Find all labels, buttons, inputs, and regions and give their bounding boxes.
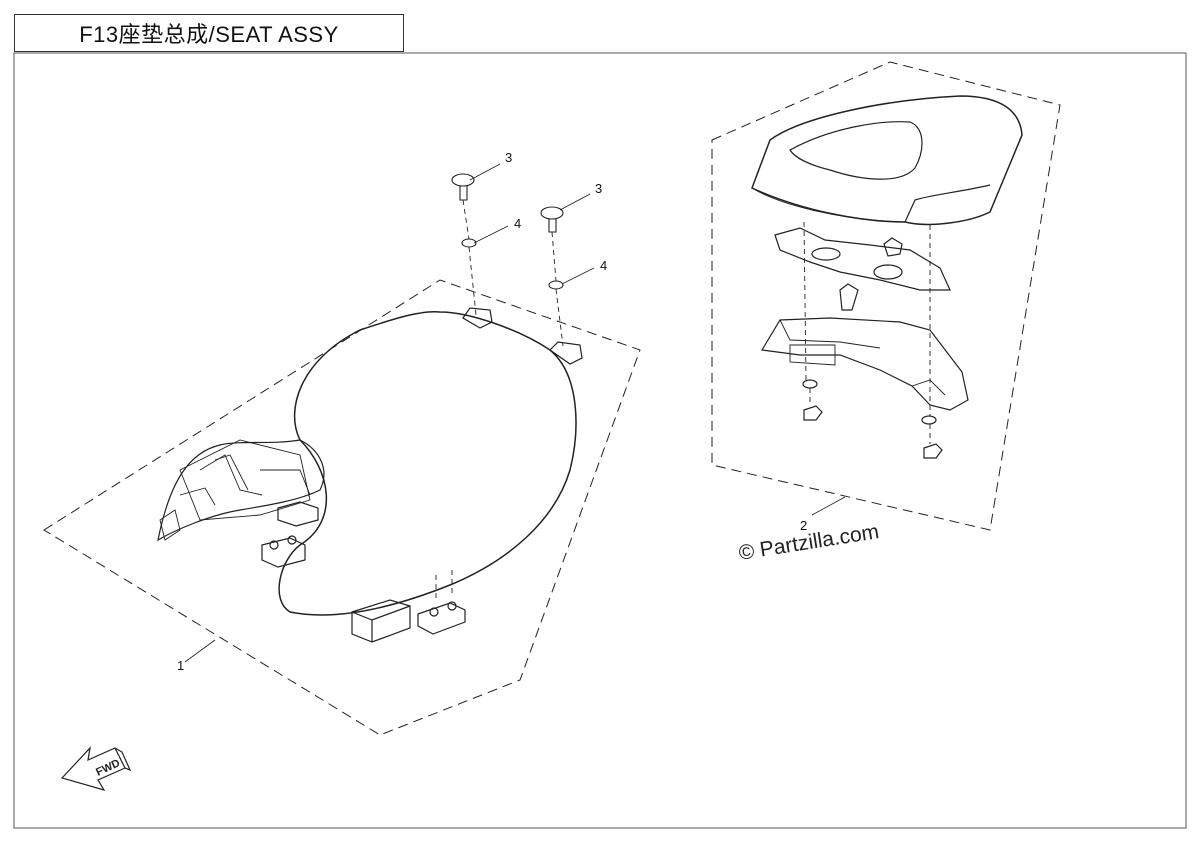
seat-mount-tab-rear [462,307,493,329]
rubber-block [351,599,411,643]
callout-1: 1 [177,658,184,673]
rear-seat-group-outline [711,61,1061,531]
callout-3-left: 3 [505,150,512,165]
seat-latch-hook [159,509,181,541]
forward-direction-arrow [60,746,132,791]
rear-seat-assembly [711,61,1061,531]
front-seat-pan [179,439,311,521]
rear-grab-rail [761,317,969,411]
callout-4-right: 4 [600,258,607,273]
callout-3-right: 3 [595,181,602,196]
bolt-head-right [540,206,564,220]
washer-left [461,238,477,248]
front-seat-fasteners [184,163,595,663]
front-seat-group-outline [43,279,641,736]
rear-washer-left [802,379,818,389]
rubber-pad-1 [277,501,319,527]
callout-4-left: 4 [514,216,521,231]
front-seat-cushion [278,310,577,616]
rear-nut-left [803,405,823,421]
rear-washer-right [921,415,937,425]
rubber-pad-2 [261,537,306,568]
front-seat-base [157,439,325,542]
partzilla-watermark: © Partzilla.com [737,520,880,565]
washer-right [548,280,564,290]
bolt-head-left [451,173,475,187]
diagram-title: F13座垫总成/SEAT ASSY [14,14,404,52]
drawing-frame [13,52,1187,829]
front-seat-assembly [43,279,641,736]
rear-nut-right [923,443,943,459]
rear-seat-pad [789,121,923,180]
bracket-stud [883,237,903,257]
callout-2: 2 [800,518,807,533]
rear-seat-bracket [774,227,951,291]
rubber-pad-3 [417,602,466,635]
seat-mount-tab-front [549,341,583,365]
bracket-hook [839,283,859,311]
